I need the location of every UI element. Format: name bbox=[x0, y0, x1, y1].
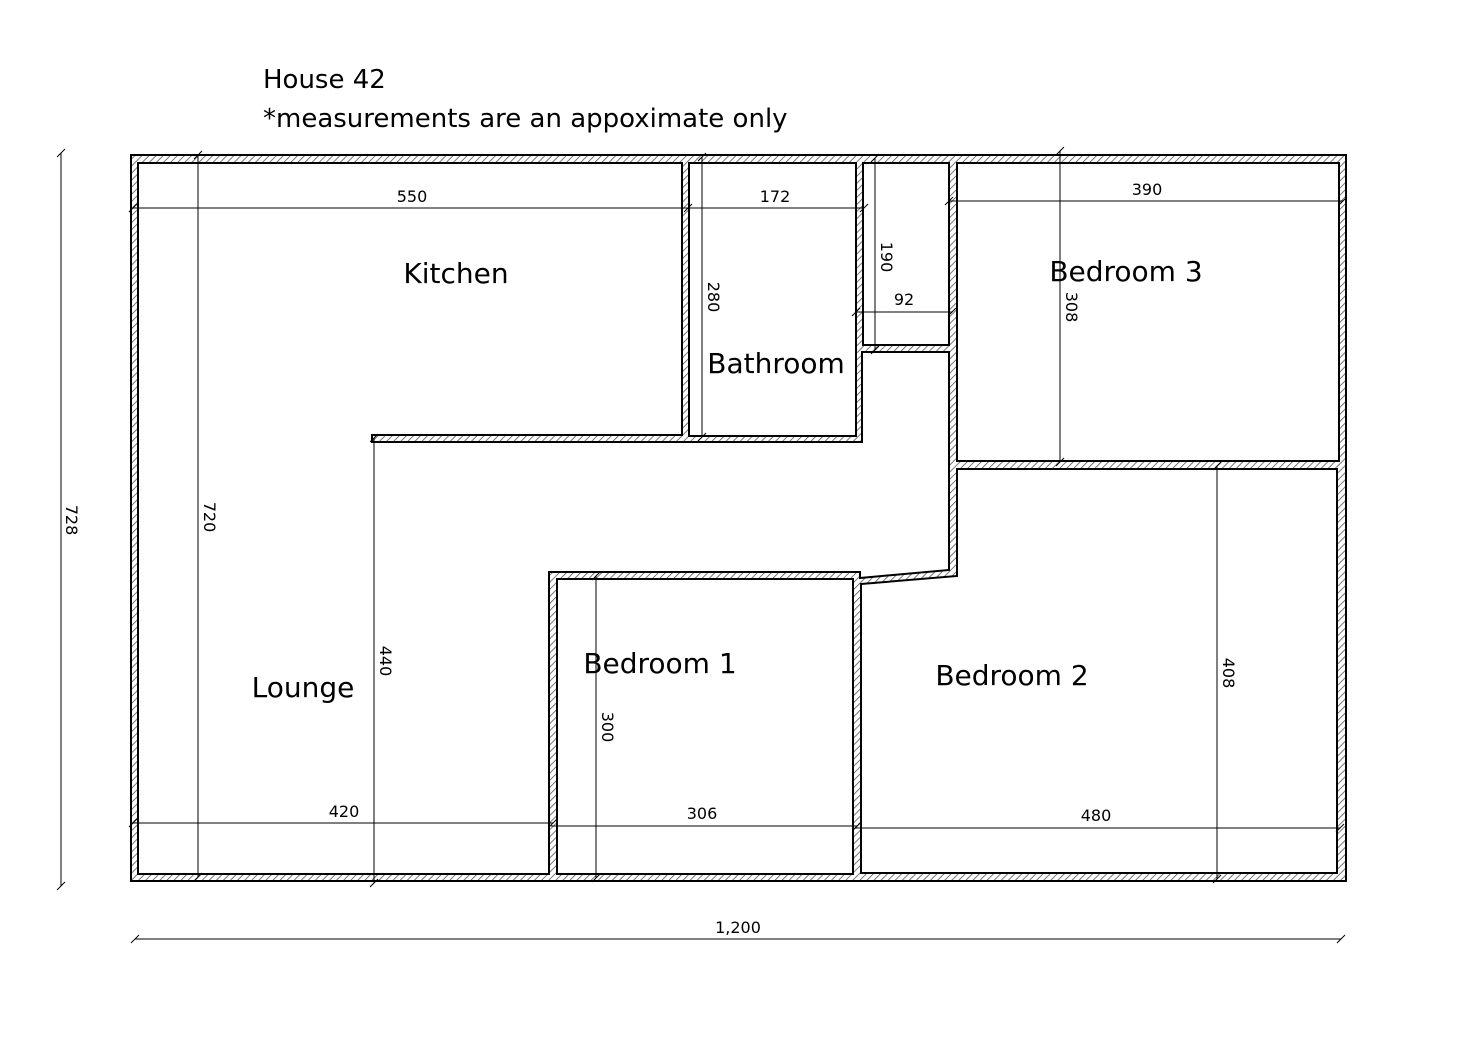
dim-bedroom3-width: 390 bbox=[944, 180, 1348, 206]
dim-closet-width: 92 bbox=[851, 290, 957, 317]
room-bedroom2 bbox=[860, 468, 1338, 874]
dim-label-bedroom2-width: 480 bbox=[1081, 806, 1112, 825]
dim-bedroom1-width: 306 bbox=[551, 804, 862, 831]
room-closet bbox=[862, 162, 950, 346]
dim-lounge-height: 440 bbox=[369, 433, 395, 888]
dim-bedroom3-height: 308 bbox=[1055, 146, 1081, 467]
dim-label-bathroom-height: 280 bbox=[704, 282, 723, 313]
dim-house-height-outer: 728 bbox=[56, 148, 81, 891]
dim-label-lounge-width: 420 bbox=[329, 802, 360, 821]
dim-label-bedroom1-height: 300 bbox=[598, 712, 617, 743]
label-bedroom1: Bedroom 1 bbox=[583, 647, 736, 680]
dim-bedroom1-height: 300 bbox=[591, 571, 617, 883]
dim-label-lounge-height: 440 bbox=[376, 646, 395, 677]
room-kitchen-lounge bbox=[137, 162, 950, 875]
dim-label-house-height-outer: 728 bbox=[62, 505, 81, 536]
dim-label-house-width: 1,200 bbox=[715, 918, 761, 937]
dim-label-bedroom1-width: 306 bbox=[687, 804, 718, 823]
dim-label-house-height-inner: 720 bbox=[200, 502, 219, 533]
dim-label-closet-height: 190 bbox=[877, 242, 896, 273]
dim-house-width: 1,200 bbox=[130, 918, 1346, 944]
label-bedroom2: Bedroom 2 bbox=[935, 659, 1088, 692]
plan-title: House 42 bbox=[263, 65, 386, 95]
label-lounge: Lounge bbox=[252, 671, 355, 704]
dim-bedroom2-height: 408 bbox=[1212, 461, 1238, 884]
dim-house-height-inner: 720 bbox=[193, 150, 219, 882]
dim-label-bedroom2-height: 408 bbox=[1219, 658, 1238, 689]
dim-lounge-width: 420 bbox=[128, 802, 558, 828]
dim-label-bedroom3-height: 308 bbox=[1062, 292, 1081, 323]
dim-label-kitchen-width: 550 bbox=[397, 187, 428, 206]
label-bathroom: Bathroom bbox=[707, 347, 845, 380]
room-bedroom3 bbox=[956, 162, 1340, 462]
dim-bedroom2-width: 480 bbox=[855, 806, 1345, 833]
dim-bathroom-height: 280 bbox=[697, 152, 723, 442]
room-bedroom1 bbox=[556, 578, 854, 875]
dim-closet-height: 190 bbox=[870, 153, 896, 355]
dim-label-bathroom-width: 172 bbox=[760, 187, 791, 206]
dim-bathroom-width: 172 bbox=[686, 187, 869, 213]
label-kitchen: Kitchen bbox=[403, 257, 508, 290]
dim-label-bedroom3-width: 390 bbox=[1132, 180, 1163, 199]
dim-label-closet-width: 92 bbox=[894, 290, 914, 309]
label-bedroom3: Bedroom 3 bbox=[1049, 255, 1202, 288]
plan-note: *measurements are an appoximate only bbox=[263, 104, 788, 134]
